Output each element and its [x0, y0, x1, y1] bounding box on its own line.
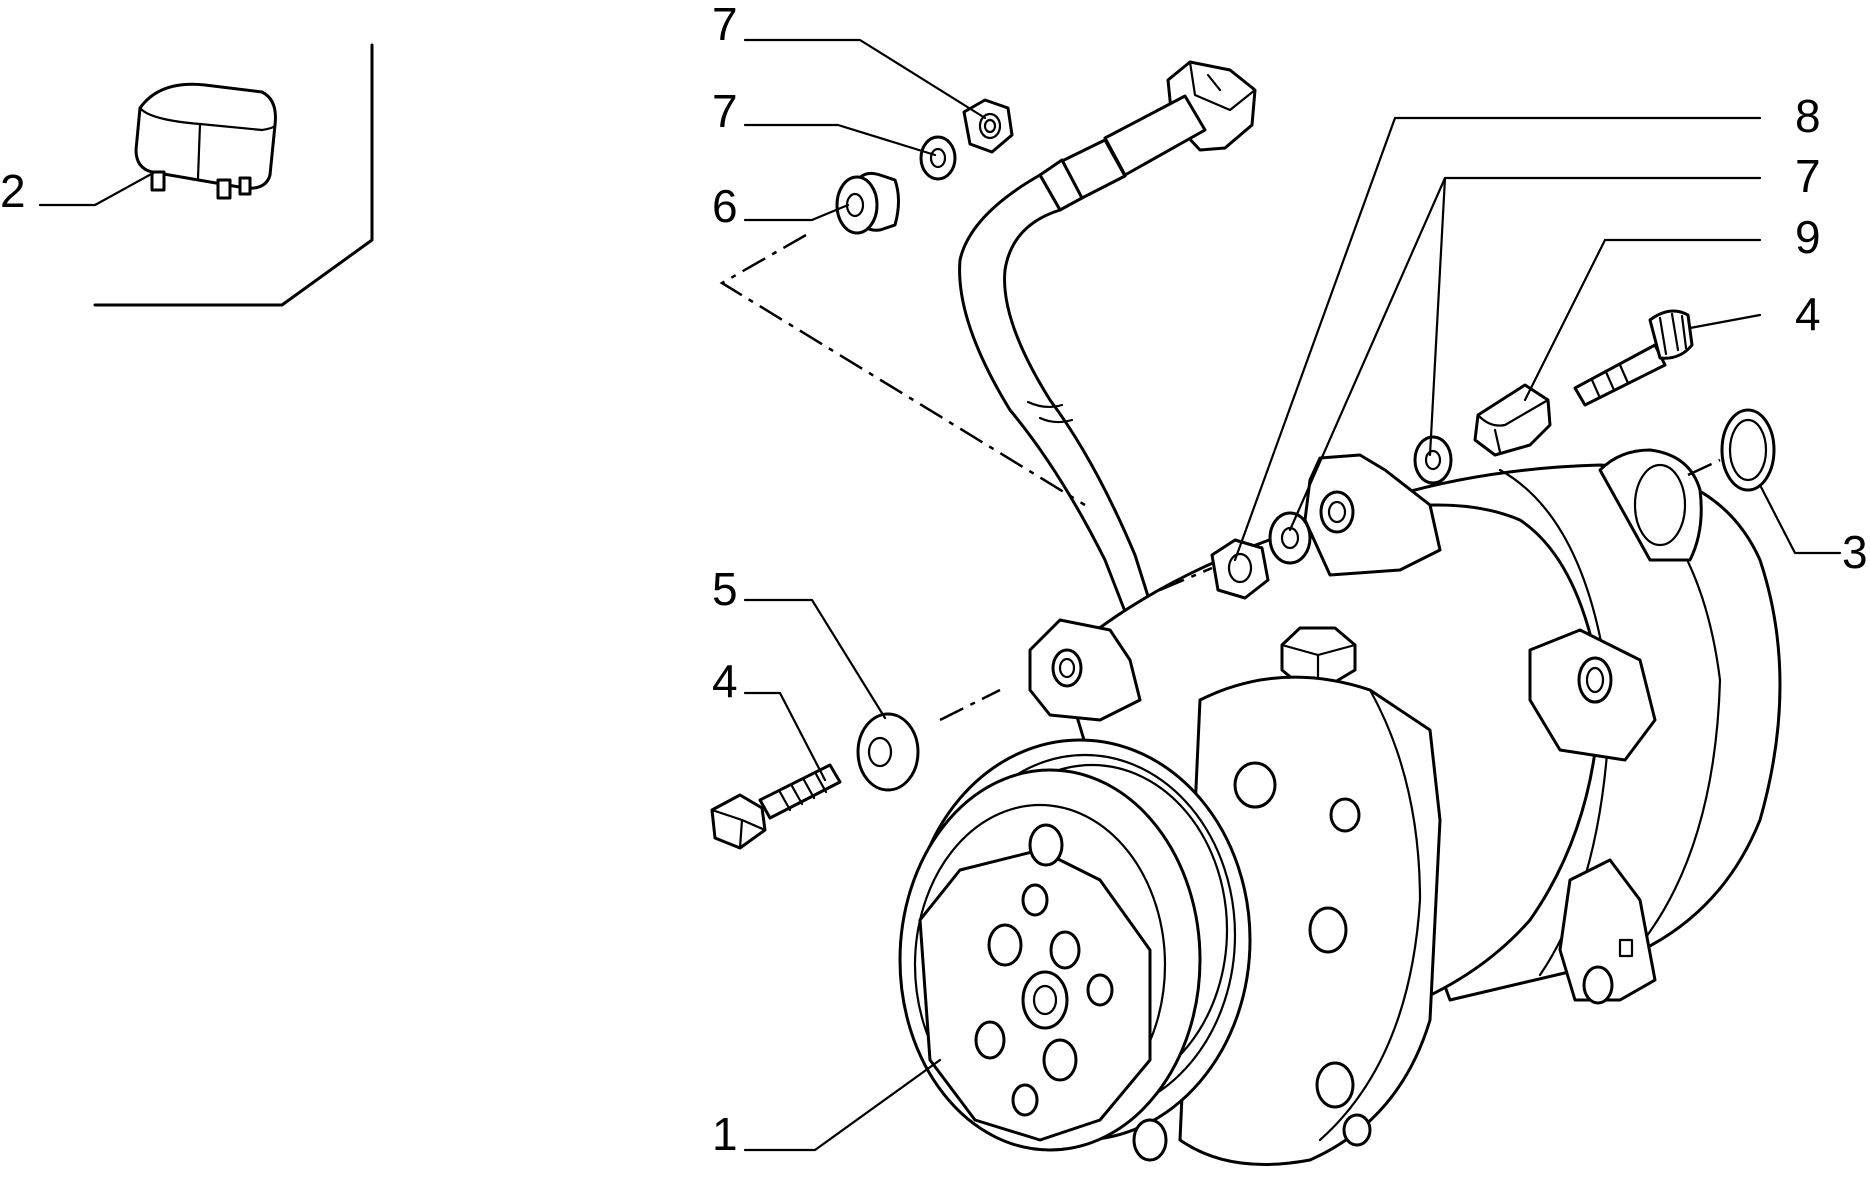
callout-4-left: 4 [712, 655, 738, 707]
callout-2: 2 [0, 165, 26, 217]
callout-8-right: 8 [1795, 90, 1821, 142]
nut-washer-mid [1210, 511, 1312, 600]
callout-labels: 7 7 6 2 8 7 9 4 3 5 4 1 [0, 0, 1868, 1160]
callout-7-right: 7 [1795, 150, 1821, 202]
nut-part-8-top [962, 98, 1014, 154]
clutch-pulley-part-1 [898, 738, 1252, 1162]
relay-part-2 [93, 43, 374, 307]
callout-5: 5 [712, 563, 738, 615]
bushing-part-6 [835, 171, 900, 235]
leader-lines [38, 38, 1842, 1152]
callout-4-right: 4 [1795, 288, 1821, 340]
washer-part-7-top [919, 135, 957, 181]
callout-8-top: 7 [712, 0, 738, 50]
sleeve-part-9 [1473, 383, 1552, 457]
washer-part-5 [856, 712, 920, 792]
bolt-part-4-left [710, 763, 842, 850]
callout-6: 6 [712, 180, 738, 232]
housing-bolts [1233, 761, 1372, 1147]
callout-9: 9 [1795, 211, 1821, 263]
bolt-part-4-right [1573, 309, 1694, 407]
compressor-body [1028, 448, 1782, 1166]
o-ring-part-3 [1720, 408, 1776, 492]
callout-1: 1 [712, 1108, 738, 1160]
callout-3: 3 [1842, 526, 1868, 578]
washer-part-7-right [1413, 435, 1453, 485]
assembly-lines [719, 233, 1721, 722]
callout-7-top: 7 [712, 85, 738, 137]
